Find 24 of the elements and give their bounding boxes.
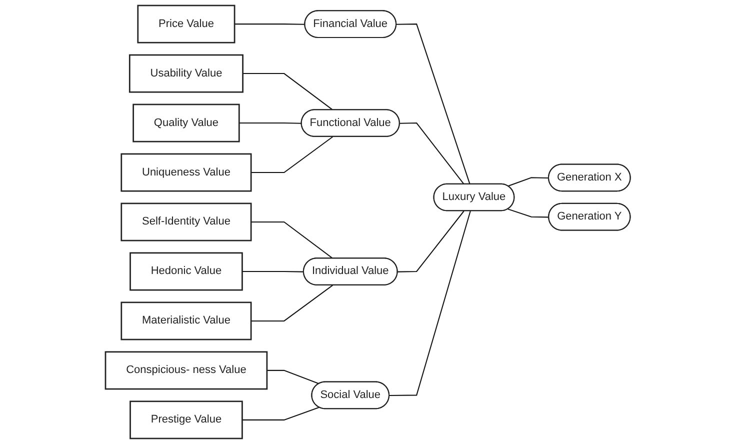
connector bbox=[242, 73, 333, 110]
node-box: Uniqueness Value bbox=[120, 153, 252, 192]
connector bbox=[234, 24, 305, 25]
node-box: Materialistic Value bbox=[120, 302, 252, 340]
connector bbox=[507, 177, 548, 187]
connector bbox=[507, 208, 549, 218]
connector bbox=[250, 221, 333, 259]
connector bbox=[242, 270, 304, 272]
connector bbox=[388, 210, 470, 396]
node-box: Quality Value bbox=[132, 104, 240, 142]
connector bbox=[250, 136, 333, 174]
node-box: Self-Identity Value bbox=[120, 202, 252, 242]
connector bbox=[399, 122, 464, 184]
connector bbox=[242, 406, 319, 420]
connector bbox=[238, 122, 302, 124]
node-box: Conspicious- ness Value bbox=[104, 351, 268, 390]
node-box: Prestige Value bbox=[129, 400, 242, 440]
connector bbox=[266, 370, 319, 384]
node-box: Usability Value bbox=[128, 54, 244, 93]
connector bbox=[250, 284, 333, 322]
node-box: Price Value bbox=[136, 4, 235, 44]
node-box: Hedonic Value bbox=[129, 252, 242, 291]
connector bbox=[396, 24, 470, 184]
connector bbox=[397, 210, 464, 272]
